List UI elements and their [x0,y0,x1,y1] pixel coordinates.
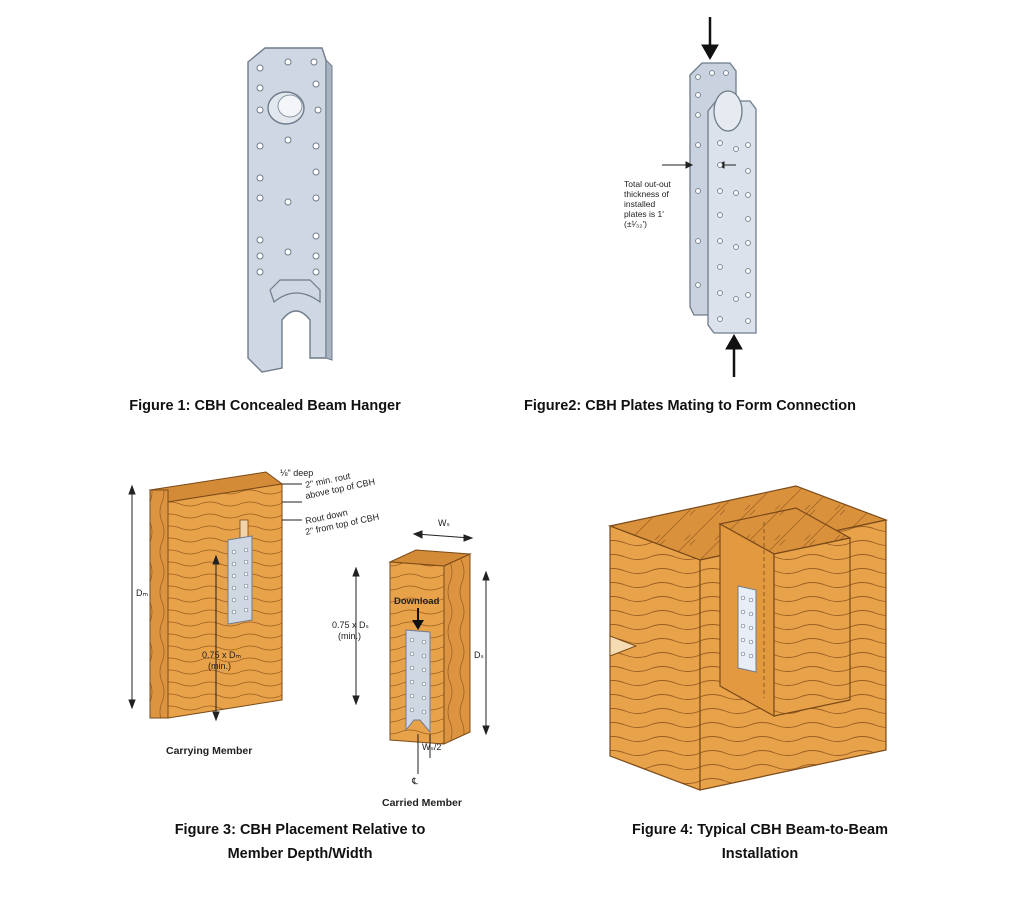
centerline-symbol: ℄ [411,776,418,786]
installed-hanger [737,585,757,673]
carrying-member-label: Carrying Member [166,745,252,757]
depth-note: ⅛" deep [280,468,313,478]
thickness-note-line-4: plates is 1' [624,209,664,219]
thickness-note-line-5: (±¹⁄₃₂') [624,219,647,229]
figure-4-caption: Figure 4: Typical CBH Beam-to-Beam Insta… [570,818,950,866]
figure-4-drawing [607,485,889,791]
figure-3-drawing: Dₘ 0.75 x Dₘ (min.) ⅛" deep 2" min. rout… [128,468,490,809]
plate-holes [695,70,751,324]
ds-min-line-2: (min.) [338,631,361,641]
ds-min-line-1: 0.75 x Dₛ [332,620,369,630]
dm-label: Dₘ [136,588,148,598]
figure-3-caption-line-1: Figure 3: CBH Placement Relative to [174,822,426,838]
download-label: Download [394,596,440,607]
dm-min-line-1: 0.75 x Dₘ [202,650,242,660]
nail-holes [256,58,322,276]
dm-min-line-2: (min.) [208,661,231,671]
carrying-member [148,471,284,719]
ds-label: Dₛ [474,650,484,660]
figure-4-caption-line-1: Figure 4: Typical CBH Beam-to-Beam [632,822,888,838]
carried-member [388,549,472,745]
figure-1-caption: Figure 1: CBH Concealed Beam Hanger [129,398,401,414]
figure-4-caption-line-2: Installation [721,846,799,862]
thickness-note-line-1: Total out-out [624,179,671,189]
figure-2-caption: Figure2: CBH Plates Mating to Form Conne… [524,398,856,414]
carried-member-label: Carried Member [382,797,462,809]
ws-half-label: Wₛ/2 [422,742,441,752]
thickness-note-line-2: thickness of [624,189,670,199]
figure-2-drawing: Total out-out thickness of installed pla… [624,17,757,377]
ws-label: Wₛ [438,518,450,528]
figure-3-caption: Figure 3: CBH Placement Relative to Memb… [110,818,490,866]
thickness-note-line-3: installed [624,199,655,209]
carried-beam [718,507,852,718]
figure-3-caption-line-2: Member Depth/Width [227,846,373,862]
figure-1-drawing [247,47,333,373]
compression-arrows [701,17,743,377]
